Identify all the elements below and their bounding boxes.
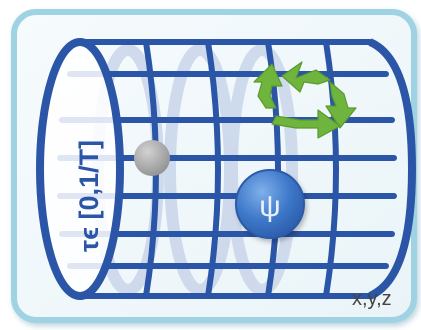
cylinder-caps	[36, 38, 417, 300]
cylinder-right-cap	[368, 38, 417, 300]
inner-ring	[226, 44, 298, 296]
cycle-arrow	[271, 109, 341, 139]
field-symbol: ψ	[259, 190, 280, 223]
particle-dot	[134, 140, 170, 176]
lattice-ring	[323, 41, 339, 297]
field-ball-circle	[235, 169, 305, 239]
field-ball	[235, 169, 305, 239]
cycle-arrow	[253, 63, 283, 109]
cycle-arrows-icon	[253, 61, 357, 139]
cycle-arrow	[325, 81, 357, 129]
space-coordinates-label: x,y,z	[352, 288, 392, 310]
time-interval-label: τϵ [0,1/T]	[74, 140, 104, 252]
cylinder-left-cap	[36, 38, 124, 300]
cycle-arrow	[281, 61, 331, 93]
lattice-ring	[205, 41, 221, 297]
